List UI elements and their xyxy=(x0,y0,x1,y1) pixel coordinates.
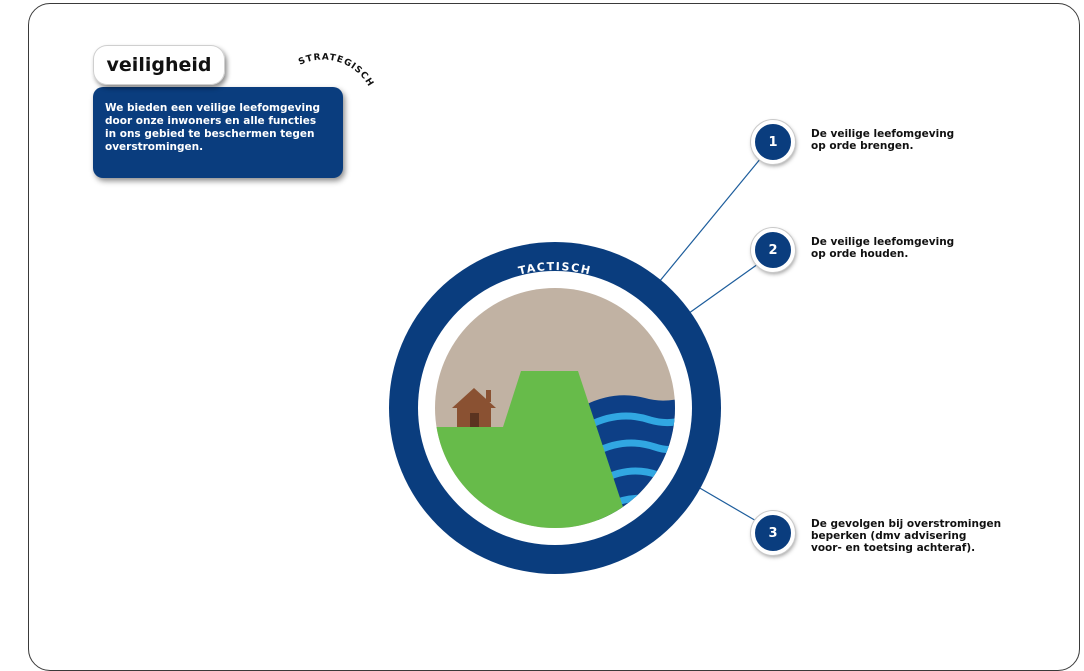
strategic-arc-label: STRATEGISCH xyxy=(297,52,375,89)
step-3-number-badge: 3 xyxy=(751,511,795,555)
strategic-description: We bieden een veilige leefomgeving door … xyxy=(93,87,343,178)
strategic-title: veiligheid xyxy=(93,45,225,85)
step-2-line: op orde houden. xyxy=(811,248,909,260)
description-line: in ons gebied te beschermen tegen xyxy=(105,128,315,140)
description-line: overstromingen. xyxy=(105,141,204,153)
step-1-text: De veilige leefomgeving op orde brengen. xyxy=(811,128,954,152)
step-1-line: De veilige leefomgeving xyxy=(811,128,955,140)
step-1-number-badge: 1 xyxy=(751,120,795,164)
wave-2 xyxy=(594,439,675,456)
step-3-line: beperken (dmv advisering xyxy=(811,530,967,542)
tactical-ring-label: TACTISCH xyxy=(517,260,593,278)
step-2-line: De veilige leefomgeving xyxy=(811,236,955,248)
house-icon xyxy=(452,388,496,427)
wave-1 xyxy=(588,412,675,429)
description-line: door onze inwoners en alle functies xyxy=(105,115,317,127)
step-1-line: op orde brengen. xyxy=(811,140,914,152)
description-line: We bieden een veilige leefomgeving xyxy=(105,102,321,114)
step-2-number-badge: 2 xyxy=(751,228,795,272)
step-3-line: voor- en toetsing achteraf). xyxy=(811,542,976,554)
step-3-line: De gevolgen bij overstromingen xyxy=(811,518,1002,530)
step-2-text: De veilige leefomgeving op orde houden. xyxy=(811,236,954,260)
step-3-text: De gevolgen bij overstromingen beperken … xyxy=(811,518,1001,554)
